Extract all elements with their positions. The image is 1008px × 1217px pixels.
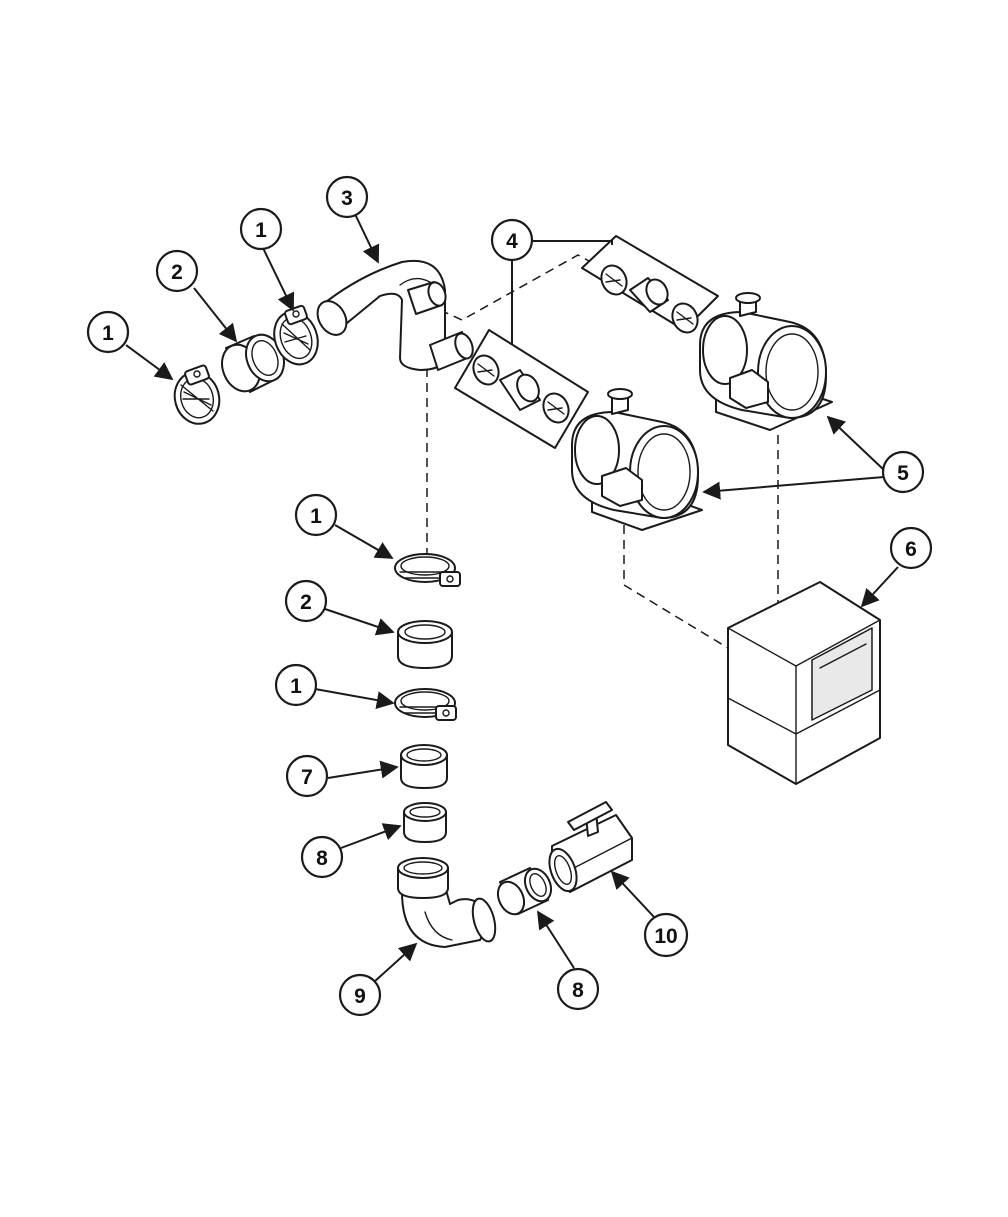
pump-upper xyxy=(700,293,832,430)
svg-text:9: 9 xyxy=(354,985,366,1008)
svg-text:1: 1 xyxy=(102,322,114,345)
ball-valve xyxy=(544,802,632,895)
callout-1-middle: 1 xyxy=(296,495,336,535)
callout-1-upper: 1 xyxy=(241,209,281,249)
svg-text:1: 1 xyxy=(310,505,322,528)
callout-10: 10 xyxy=(645,914,687,956)
tee-pipe xyxy=(312,261,476,370)
adapter-lower xyxy=(493,865,556,919)
callout-2-middle: 2 xyxy=(286,581,326,621)
coupling-kit-upper xyxy=(582,236,718,337)
coupling-middle xyxy=(398,621,452,668)
pump-stand xyxy=(728,582,880,784)
svg-text:6: 6 xyxy=(905,538,917,561)
svg-text:2: 2 xyxy=(171,261,183,284)
svg-text:2: 2 xyxy=(300,591,312,614)
hose-clamp-upper-left xyxy=(169,365,225,429)
adapter-upper xyxy=(404,803,446,842)
svg-text:5: 5 xyxy=(897,462,909,485)
coupling-kit-lower xyxy=(455,330,588,448)
hose-clamp-lower xyxy=(395,689,456,720)
svg-text:8: 8 xyxy=(572,979,584,1002)
hose-clamp-middle xyxy=(395,554,460,586)
callout-7: 7 xyxy=(287,756,327,796)
svg-text:10: 10 xyxy=(654,925,677,948)
svg-text:8: 8 xyxy=(316,847,328,870)
pump-lower xyxy=(572,389,702,530)
callout-2-upper-left: 2 xyxy=(157,251,197,291)
callout-5: 5 xyxy=(883,452,923,492)
callout-1-upper-left: 1 xyxy=(88,312,128,352)
callout-4: 4 xyxy=(492,220,532,260)
svg-text:7: 7 xyxy=(301,766,313,789)
svg-text:4: 4 xyxy=(506,230,518,253)
callout-6: 6 xyxy=(891,528,931,568)
callout-8-lower: 8 xyxy=(558,969,598,1009)
elbow-fitting xyxy=(398,858,499,947)
svg-text:1: 1 xyxy=(290,675,302,698)
svg-text:1: 1 xyxy=(255,219,267,242)
callout-9: 9 xyxy=(340,975,380,1015)
callout-1-lower: 1 xyxy=(276,665,316,705)
reducer-bushing xyxy=(401,745,447,788)
callout-3: 3 xyxy=(327,177,367,217)
svg-text:3: 3 xyxy=(341,187,353,210)
callout-8-upper: 8 xyxy=(302,837,342,877)
